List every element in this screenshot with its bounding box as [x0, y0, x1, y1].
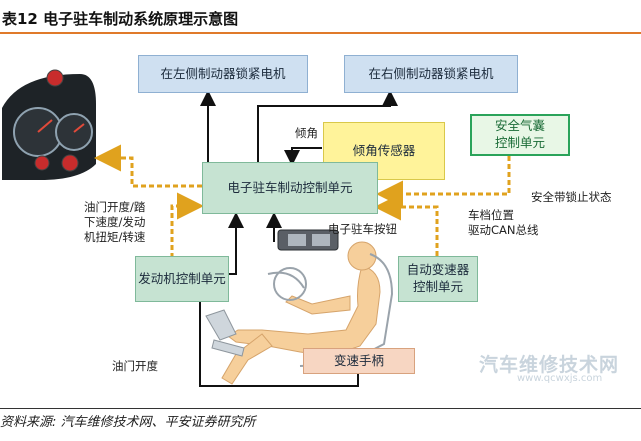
left-brake-motor-box: 在左侧制动器锁紧电机: [138, 55, 308, 93]
source-note: 资料来源: 汽车维修技术网、平安证券研究所: [0, 415, 256, 430]
transmission-unit-label: 自动变速器 控制单元: [406, 262, 470, 294]
epb-button-image: [277, 229, 339, 251]
epb-diagram: 在左侧制动器锁紧电机 在右侧制动器锁紧电机 倾角传感器 安全气囊 控制单元 电子…: [0, 34, 641, 406]
epb-control-unit-box: 电子驻车制动控制单元: [202, 162, 378, 214]
engine-control-unit-box: 发动机控制单元: [135, 256, 229, 302]
diagram-connectors: [2, 69, 511, 387]
watermark: 汽车维修技术网: [479, 354, 620, 376]
dashboard-image: [2, 69, 96, 180]
title-bar: [0, 0, 641, 34]
throttle-label: 油门开度: [112, 359, 158, 373]
engine-control-unit-label: 发动机控制单元: [138, 270, 226, 286]
figure-title: 表12 电子驻车制动系统原理示意图: [2, 10, 239, 28]
right-brake-motor-label: 在右侧制动器锁紧电机: [368, 65, 494, 81]
seatbelt-status-label: 安全带锁止状态: [531, 190, 612, 204]
tilt-sensor-label: 倾角传感器: [352, 142, 416, 158]
shifter-box: 变速手柄: [303, 348, 415, 374]
footer-divider: [0, 408, 641, 409]
airbag-unit-label: 安全气囊 控制单元: [494, 118, 545, 150]
watermark-url: www.qcwxjs.com: [517, 373, 603, 384]
epb-control-unit-label: 电子驻车制动控制单元: [227, 179, 353, 195]
left-brake-motor-label: 在左侧制动器锁紧电机: [160, 65, 286, 81]
seat-outline: [267, 253, 394, 367]
right-brake-motor-box: 在右侧制动器锁紧电机: [344, 55, 518, 93]
control-arrows: [199, 90, 398, 387]
throttle-info-label: 油门开度/踏 下速度/发动 机扭矩/转速: [84, 200, 146, 244]
gear-can-label: 车档位置 驱动CAN总线: [468, 208, 539, 237]
pedal-image: [205, 309, 245, 357]
epb-button-label: 电子驻车按钮: [328, 222, 397, 236]
transmission-unit-box: 自动变速器 控制单元: [398, 256, 478, 302]
driver-figure: [221, 241, 381, 385]
data-flow-arrows: [94, 144, 511, 266]
airbag-unit-box: 安全气囊 控制单元: [470, 114, 570, 156]
shifter-label: 变速手柄: [333, 352, 384, 368]
tilt-label: 倾角: [295, 126, 318, 140]
